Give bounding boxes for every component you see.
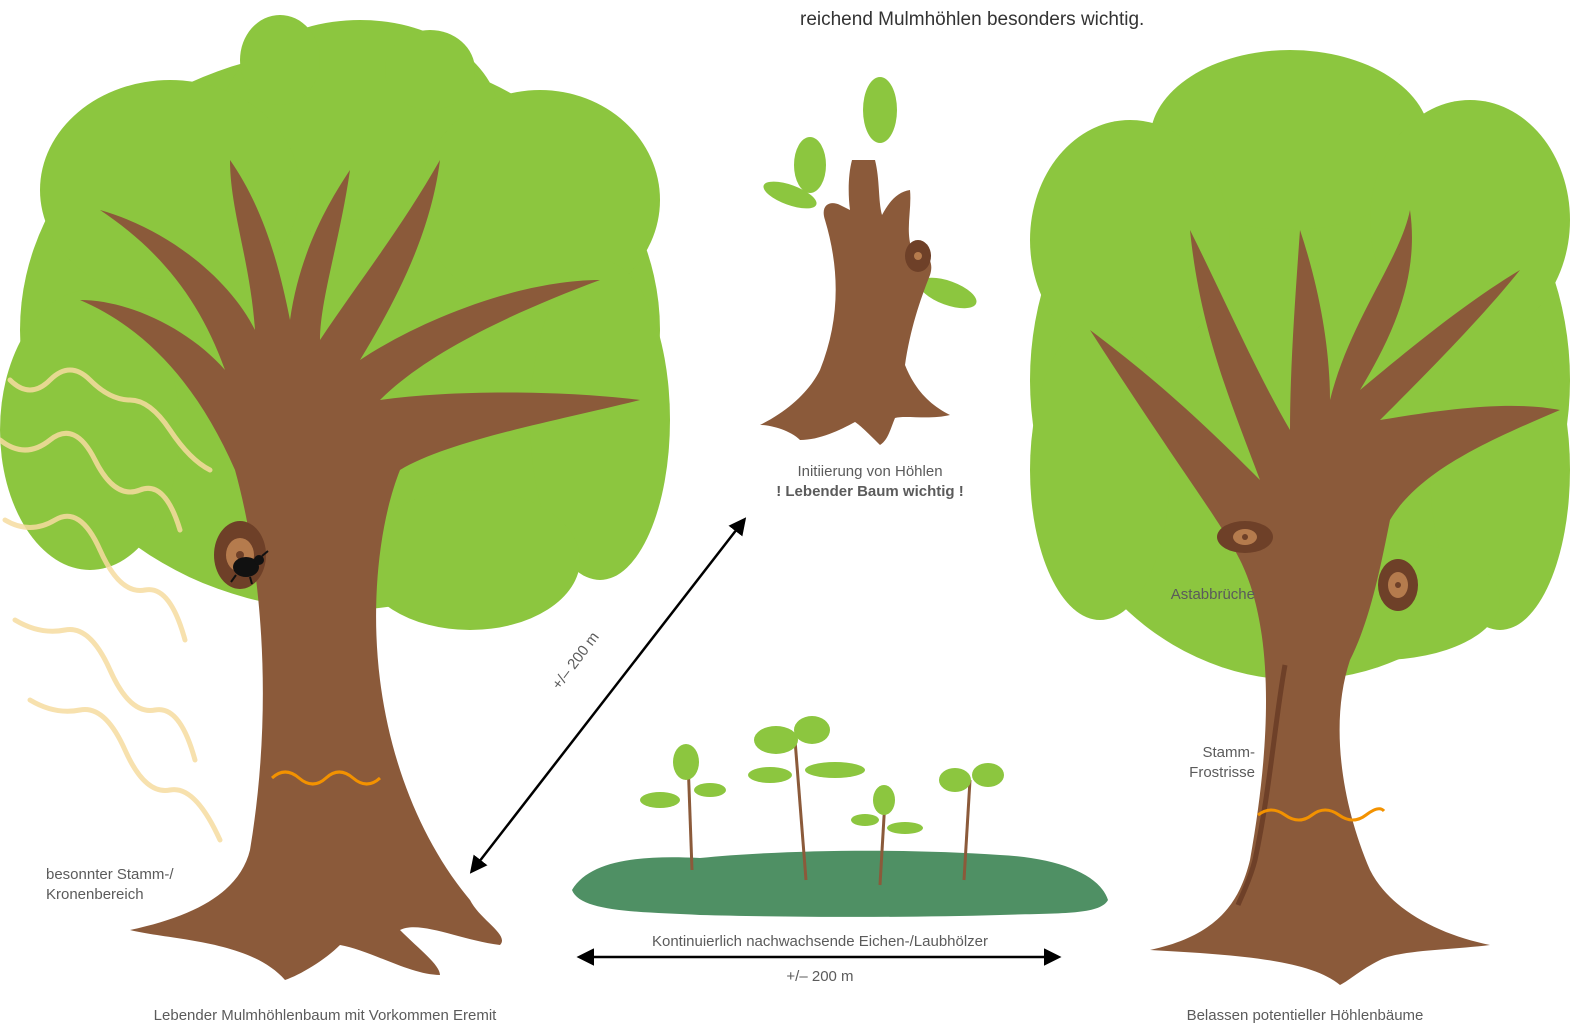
left-tree — [0, 15, 670, 980]
sapling-leaves — [640, 716, 1004, 834]
stump-caption-line2: ! Lebender Baum wichtig ! — [720, 482, 1020, 502]
tree-hollow-icon — [214, 521, 266, 589]
grass-patch — [572, 851, 1108, 917]
tree-hollow-icon — [905, 240, 931, 272]
stump-caption-line1: Initiierung von Höhlen — [720, 462, 1020, 482]
tree-hollow-icon — [1378, 559, 1418, 611]
center-stump — [760, 77, 980, 445]
left-tree-caption: Lebender Mulmhöhlenbaum mit Vorkommen Er… — [0, 1006, 650, 1026]
intro-text: reichend Mulmhöhlen besonders wichtig. — [800, 8, 1144, 32]
tree-hollow-icon — [1217, 521, 1273, 553]
branch-break-label: Astabbrüche — [1100, 585, 1255, 605]
saplings-group — [572, 716, 1108, 917]
horizontal-distance-label: +/– 200 m — [580, 967, 1060, 987]
sun-label-line2: Kronenbereich — [46, 885, 144, 905]
frost-label-line1: Stamm- — [1100, 743, 1255, 763]
right-tree — [1030, 50, 1570, 985]
right-tree-caption: Belassen potentieller Höhlenbäume — [1100, 1006, 1510, 1026]
saplings-caption: Kontinuierlich nachwachsende Eichen-/Lau… — [580, 932, 1060, 952]
sun-label-line1: besonnter Stamm-/ — [46, 865, 174, 885]
frost-label-line2: Frostrisse — [1100, 763, 1255, 783]
